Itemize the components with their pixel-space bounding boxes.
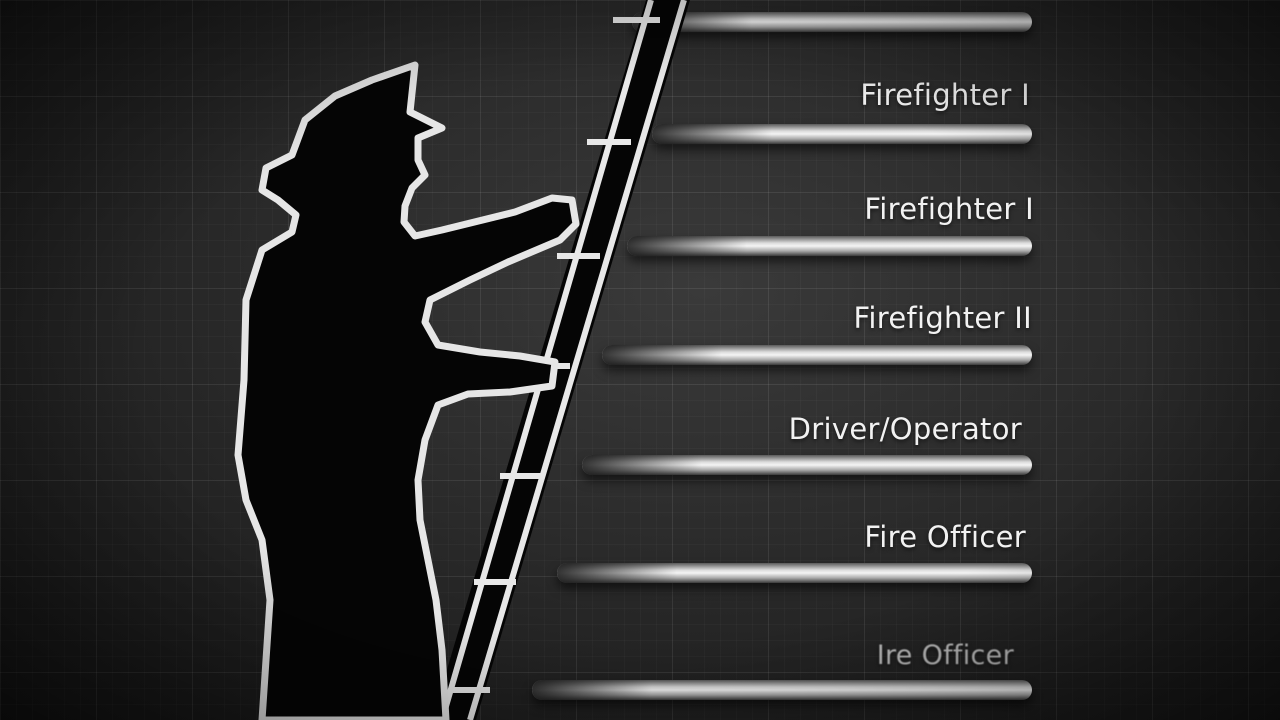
firefighter-silhouette-icon	[234, 61, 580, 720]
